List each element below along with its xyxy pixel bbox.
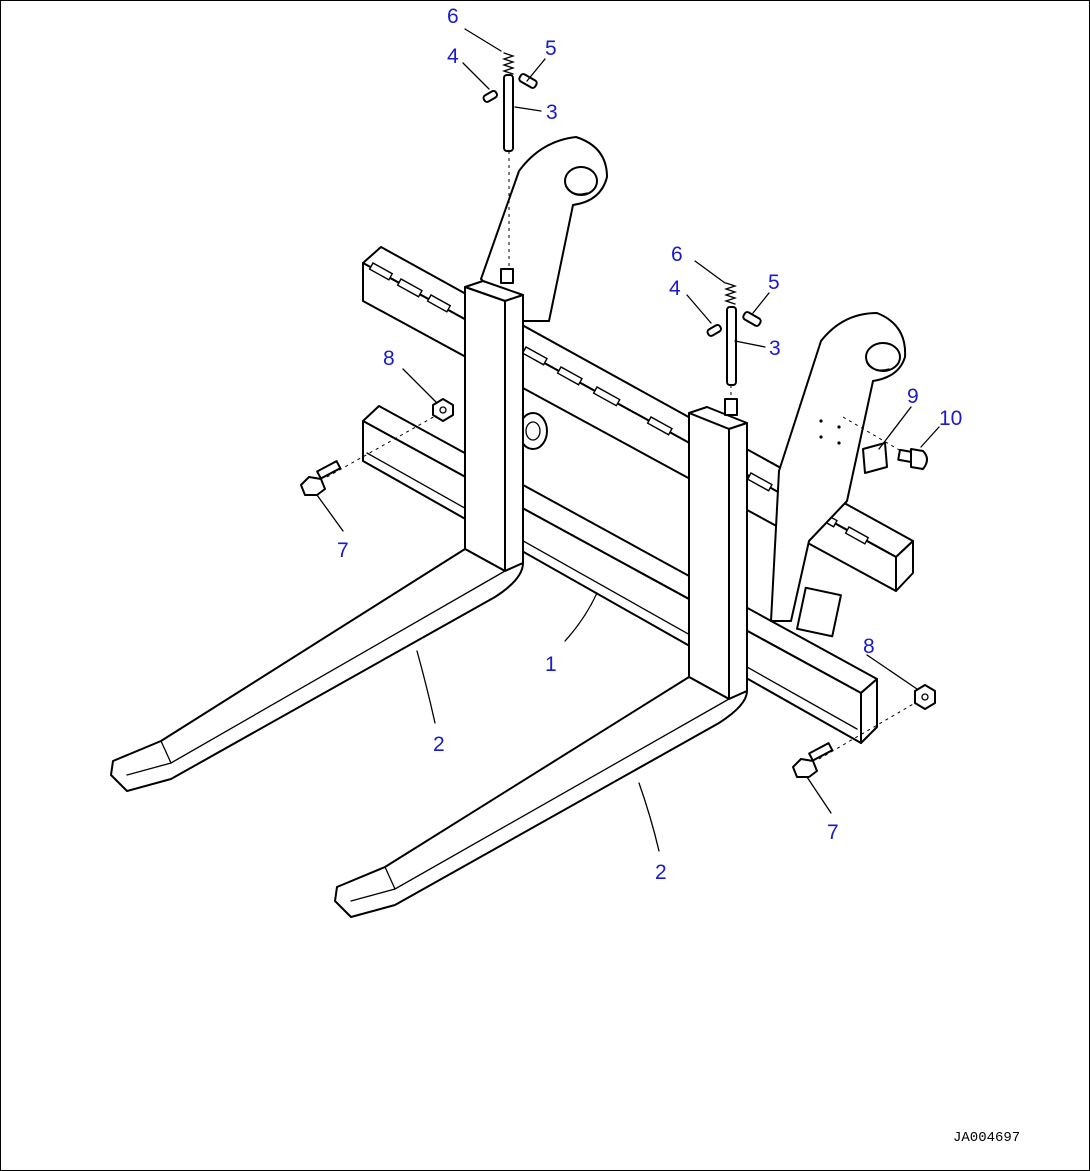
callout-bolt-left: 7 <box>337 539 349 562</box>
leader-lines <box>316 28 940 852</box>
callout-spring-left: 6 <box>447 5 459 28</box>
callout-spring-right: 6 <box>671 243 683 266</box>
callout-pin-right: 3 <box>769 337 781 360</box>
assembly-lines <box>326 151 916 760</box>
callout-nut-right: 8 <box>863 635 875 658</box>
callout-fork-left: 2 <box>433 733 445 756</box>
callout-cotter-right: 5 <box>768 271 780 294</box>
nut-right <box>914 684 936 710</box>
callout-washer-right: 4 <box>669 277 681 300</box>
callout-plate: 9 <box>907 385 919 408</box>
callout-pin-left: 3 <box>546 101 558 124</box>
right-hook-plate <box>770 312 907 638</box>
callout-screw: 10 <box>939 407 962 430</box>
plate <box>862 442 888 474</box>
callout-washer-left: 4 <box>447 45 459 68</box>
callout-nut-left: 8 <box>383 347 395 370</box>
callout-cotter-left: 5 <box>545 37 557 60</box>
callout-frame: 1 <box>545 653 557 676</box>
fork-right <box>334 406 748 918</box>
drawing-id: JA004697 <box>953 1130 1020 1146</box>
bolt-right <box>792 742 834 778</box>
screw <box>897 448 928 470</box>
callout-fork-right: 2 <box>655 861 667 884</box>
fork-left <box>110 280 524 792</box>
pin-assembly-right <box>706 282 762 416</box>
callout-bolt-right: 7 <box>827 821 839 844</box>
nut-left <box>432 398 454 422</box>
bolt-left <box>300 460 342 496</box>
callouts: 3 3 4 4 5 5 6 6 1 2 2 7 7 8 8 9 10 <box>337 5 962 884</box>
upper-bar-slots <box>368 262 870 545</box>
